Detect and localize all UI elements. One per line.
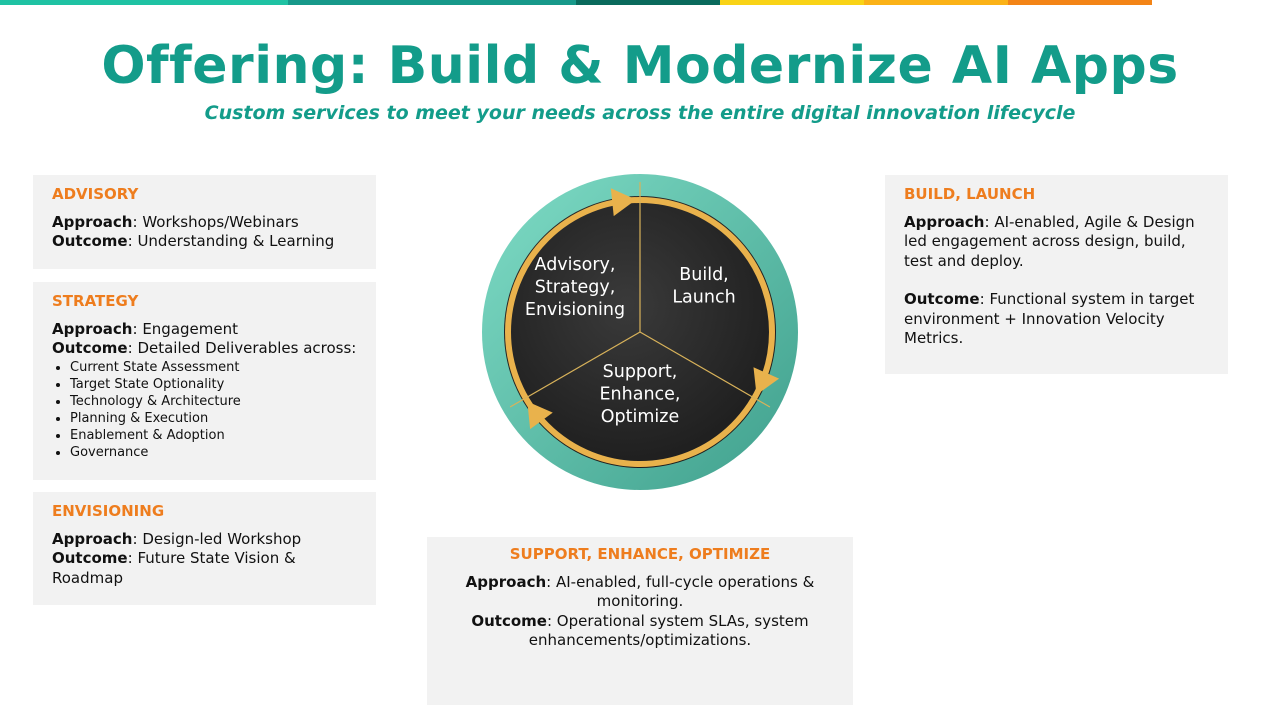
advisory-box: ADVISORY Approach: Workshops/Webinars Ou… <box>33 175 376 269</box>
strategy-deliverables-list: Current State Assessment Target State Op… <box>52 359 364 461</box>
label-separator: : <box>127 339 138 357</box>
wheel-label-line: Enhance, <box>599 385 680 405</box>
wheel-divider-line <box>639 331 771 408</box>
advisory-outcome-value: Understanding & Learning <box>137 232 335 250</box>
approach-label: Approach <box>52 319 133 338</box>
envisioning-approach-value: Design-led Workshop <box>142 529 302 548</box>
cycle-arrow-icon <box>610 188 637 217</box>
label-separator: : <box>127 232 138 250</box>
wheel-label-line: Advisory, <box>535 255 616 275</box>
label-separator: : <box>132 529 143 548</box>
wheel-arrows <box>527 188 780 430</box>
envisioning-heading: ENVISIONING <box>52 502 165 520</box>
strategy-box: STRATEGY Approach: Engagement Outcome: D… <box>33 282 376 480</box>
build-launch-outcome: Outcome: Functional system in target env… <box>904 290 1216 349</box>
wheel-label-line: Launch <box>672 288 735 308</box>
strategy-heading: STRATEGY <box>52 292 139 310</box>
cycle-arrow-icon <box>527 401 553 430</box>
label-separator: : <box>979 290 990 308</box>
build-launch-approach: Approach: AI-enabled, Agile & Design led… <box>904 213 1216 272</box>
outcome-label: Outcome <box>52 549 128 567</box>
strategy-outcome-value: Detailed Deliverables across: <box>137 339 357 357</box>
envisioning-box: ENVISIONING Approach: Design-led Worksho… <box>33 492 376 605</box>
list-item: Enablement & Adoption <box>70 427 364 444</box>
list-item: Target State Optionality <box>70 376 364 393</box>
wheel-label-line: Strategy, <box>535 278 616 298</box>
envisioning-approach: Approach: Design-led Workshop <box>52 530 364 550</box>
top-bar-segment <box>576 0 720 5</box>
build-launch-heading: BUILD, LAUNCH <box>904 185 1036 203</box>
top-bar-segment <box>720 0 864 5</box>
advisory-outcome: Outcome: Understanding & Learning <box>52 232 364 252</box>
wheel-segment-label: Advisory, Strategy,Envisioning <box>525 255 625 320</box>
outcome-label: Outcome <box>904 290 980 308</box>
top-color-bar <box>0 0 1152 5</box>
wheel-label-line: Envisioning <box>525 300 625 320</box>
support-approach-value: AI-enabled, full-cycle operations & moni… <box>555 572 815 611</box>
envisioning-outcome: Outcome: Future State Vision & Roadmap <box>52 549 364 588</box>
build-launch-approach-value: AI-enabled, Agile & Design led engagemen… <box>904 212 1195 270</box>
outcome-label: Outcome <box>471 611 547 630</box>
wheel-labels: Advisory, Strategy,Envisioning Build, Launc… <box>525 255 736 427</box>
support-outcome-value: Operational system SLAs, system enhancem… <box>528 611 809 650</box>
label-separator: : <box>132 212 143 231</box>
top-bar-segment <box>864 0 1008 5</box>
wheel-segment-label: Build, Launch <box>672 265 735 308</box>
top-bar-segment <box>1008 0 1152 5</box>
label-separator: : <box>132 319 143 338</box>
approach-label: Approach <box>52 212 133 231</box>
approach-label: Approach <box>465 572 547 591</box>
envisioning-outcome-value: Future State Vision & Roadmap <box>52 549 296 587</box>
list-item: Current State Assessment <box>70 359 364 376</box>
list-item: Governance <box>70 444 364 461</box>
label-separator: : <box>984 212 995 231</box>
build-launch-outcome-value: Functional system in target environment … <box>904 290 1195 347</box>
advisory-approach-value: Workshops/Webinars <box>142 212 299 231</box>
cycle-arrow-icon <box>753 367 780 395</box>
wheel-label-line: Support, <box>603 362 678 382</box>
strategy-approach: Approach: Engagement <box>52 320 364 340</box>
support-box: SUPPORT, ENHANCE, OPTIMIZE Approach: AI-… <box>427 537 853 705</box>
advisory-heading: ADVISORY <box>52 185 139 203</box>
label-separator: : <box>546 572 556 591</box>
top-bar-segment <box>0 0 288 5</box>
list-item: Planning & Execution <box>70 410 364 427</box>
wheel-label-line: Build, <box>679 265 729 285</box>
wheel-label-line: Optimize <box>601 407 679 427</box>
strategy-outcome: Outcome: Detailed Deliverables across: <box>52 339 364 359</box>
approach-label: Approach <box>904 212 985 231</box>
label-separator: : <box>546 611 557 630</box>
wheel-segment-label: Support, Enhance,Optimize <box>599 362 680 427</box>
support-approach: Approach: AI-enabled, full-cycle operati… <box>447 573 833 612</box>
top-bar-segment <box>288 0 576 5</box>
outcome-label: Outcome <box>52 232 128 250</box>
strategy-approach-value: Engagement <box>142 319 238 338</box>
lifecycle-wheel: Advisory, Strategy,Envisioning Build, Launc… <box>482 174 798 490</box>
advisory-approach: Approach: Workshops/Webinars <box>52 213 364 233</box>
wheel-divider-line <box>509 331 641 408</box>
wheel-dividers <box>509 182 771 408</box>
support-heading: SUPPORT, ENHANCE, OPTIMIZE <box>509 545 771 563</box>
page-subtitle: Custom services to meet your needs acros… <box>204 102 1076 124</box>
approach-label: Approach <box>52 529 133 548</box>
outcome-label: Outcome <box>52 339 128 357</box>
list-item: Technology & Architecture <box>70 393 364 410</box>
support-outcome: Outcome: Operational system SLAs, system… <box>447 612 833 651</box>
label-separator: : <box>127 549 138 567</box>
build-launch-box: BUILD, LAUNCH Approach: AI-enabled, Agil… <box>885 175 1228 374</box>
page-title: Offering: Build & Modernize AI Apps <box>101 36 1179 96</box>
